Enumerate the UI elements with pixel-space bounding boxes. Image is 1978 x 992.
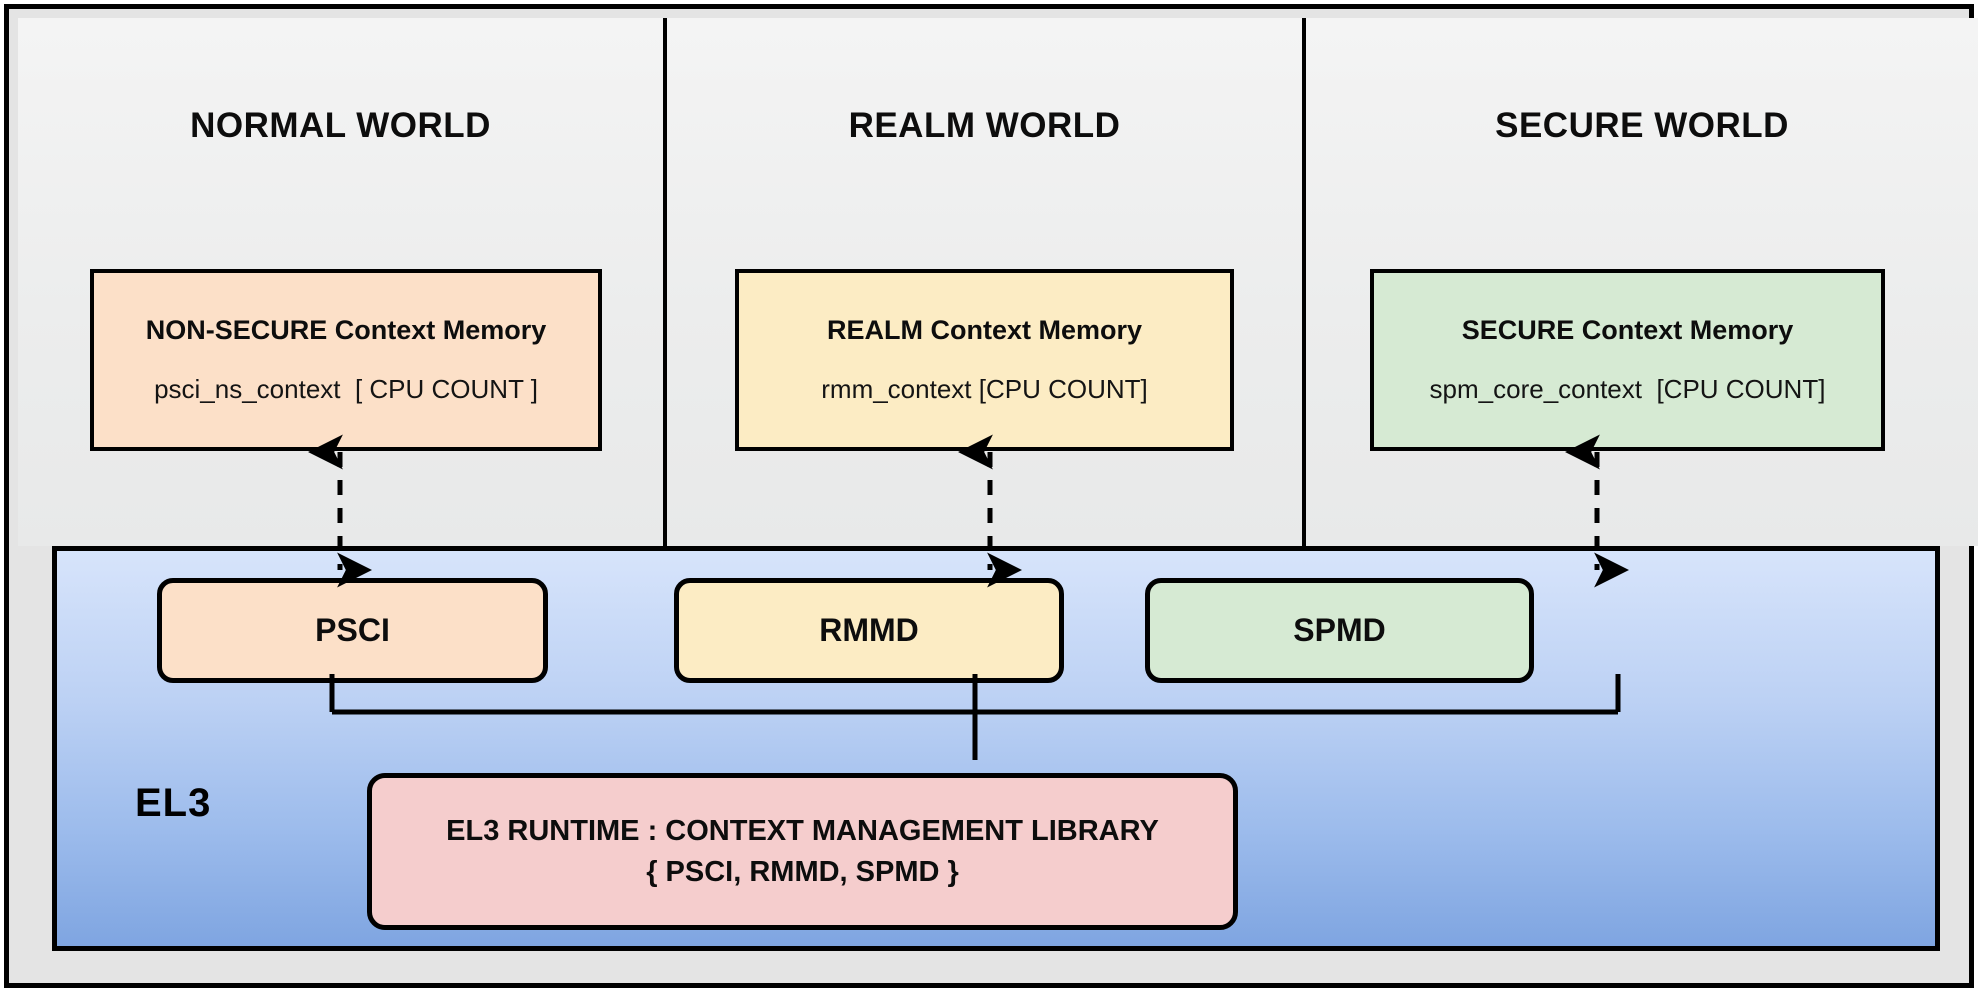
context-memory-subtitle-secure: spm_core_context [CPU COUNT] bbox=[1429, 374, 1826, 404]
context-memory-title-normal: NON-SECURE Context Memory bbox=[145, 315, 547, 345]
world-panel-normal: NORMAL WORLD NON-SECURE Context Memory p… bbox=[18, 18, 663, 546]
diagram-outer-frame: NORMAL WORLD NON-SECURE Context Memory p… bbox=[4, 4, 1978, 988]
context-memory-box-normal: NON-SECURE Context Memory psci_ns_contex… bbox=[90, 269, 602, 451]
world-title-realm: REALM WORLD bbox=[848, 106, 1121, 145]
el3-runtime-line2: { PSCI, RMMD, SPMD } bbox=[646, 855, 959, 888]
el3-label: EL3 bbox=[135, 781, 212, 825]
dispatcher-box-rmmd: RMMD bbox=[674, 578, 1064, 683]
dispatcher-box-psci: PSCI bbox=[157, 578, 548, 683]
world-title-normal: NORMAL WORLD bbox=[190, 106, 491, 145]
dispatcher-box-spmd: SPMD bbox=[1145, 578, 1534, 683]
context-memory-subtitle-realm: rmm_context [CPU COUNT] bbox=[821, 374, 1148, 404]
el3-region: EL3 PSCI RMMD SPMD EL3 RUNTIME : CONTEXT… bbox=[52, 546, 1940, 951]
context-memory-title-secure: SECURE Context Memory bbox=[1461, 315, 1794, 345]
context-memory-box-secure: SECURE Context Memory spm_core_context [… bbox=[1370, 269, 1885, 451]
dispatcher-label-spmd: SPMD bbox=[1293, 612, 1386, 648]
world-panel-realm: REALM WORLD REALM Context Memory rmm_con… bbox=[663, 18, 1302, 546]
context-memory-subtitle-normal: psci_ns_context [ CPU COUNT ] bbox=[154, 374, 538, 404]
worlds-strip: NORMAL WORLD NON-SECURE Context Memory p… bbox=[18, 18, 1978, 546]
dispatcher-label-rmmd: RMMD bbox=[819, 612, 919, 648]
world-panel-secure: SECURE WORLD SECURE Context Memory spm_c… bbox=[1302, 18, 1978, 546]
world-title-secure: SECURE WORLD bbox=[1495, 106, 1789, 145]
context-memory-box-realm: REALM Context Memory rmm_context [CPU CO… bbox=[735, 269, 1234, 451]
el3-runtime-line1: EL3 RUNTIME : CONTEXT MANAGEMENT LIBRARY bbox=[446, 814, 1159, 847]
dispatcher-label-psci: PSCI bbox=[315, 612, 390, 648]
context-memory-title-realm: REALM Context Memory bbox=[826, 315, 1143, 345]
el3-runtime-library-box: EL3 RUNTIME : CONTEXT MANAGEMENT LIBRARY… bbox=[367, 773, 1238, 930]
